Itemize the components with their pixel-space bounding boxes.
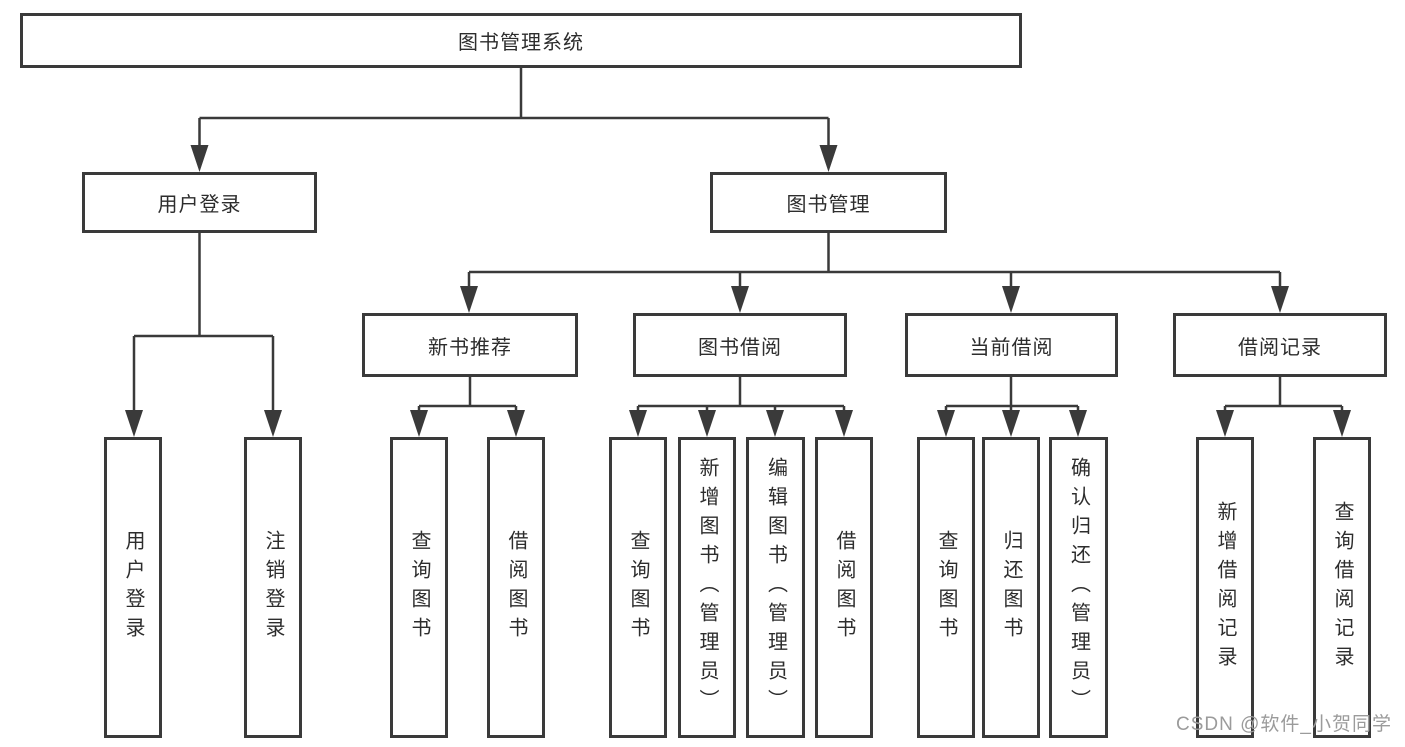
leaf-borrow-query-book-label: 查询图书	[627, 529, 649, 646]
leaf-current-query-book: 查询图书	[917, 437, 975, 738]
node-borrow-record: 借阅记录	[1173, 313, 1387, 377]
leaf-return-book: 归还图书	[982, 437, 1040, 738]
connector-currentborrow-to-leaves	[944, 377, 1080, 412]
leaf-edit-book-admin: 编辑图书（管理员）	[746, 437, 805, 738]
node-book-borrow: 图书借阅	[633, 313, 847, 377]
node-new-book-recommend: 新书推荐	[362, 313, 578, 377]
node-book-borrow-label: 图书借阅	[698, 336, 782, 359]
leaf-borrow-book: 借阅图书	[815, 437, 873, 738]
connector-bookborrow-to-leaves	[636, 377, 846, 412]
leaf-logout-login-label: 注销登录	[262, 529, 284, 646]
leaf-add-book-admin-label: 新增图书（管理员）	[696, 457, 718, 718]
leaf-confirm-return-admin: 确认归还（管理员）	[1049, 437, 1108, 738]
node-root-system: 图书管理系统	[20, 13, 1022, 68]
leaf-recommend-query-book-label: 查询图书	[408, 529, 430, 646]
leaf-logout-login: 注销登录	[244, 437, 302, 738]
leaf-add-book-admin: 新增图书（管理员）	[678, 437, 736, 738]
leaf-recommend-borrow-book-label: 借阅图书	[505, 529, 527, 646]
connector-newbookrec-to-leaves	[417, 377, 518, 412]
leaf-return-book-label: 归还图书	[1000, 529, 1022, 646]
leaf-add-borrow-record: 新增借阅记录	[1196, 437, 1254, 738]
connector-root-to-level2	[198, 68, 830, 146]
leaf-recommend-query-book: 查询图书	[390, 437, 448, 738]
leaf-add-borrow-record-label: 新增借阅记录	[1214, 500, 1236, 675]
node-book-management-label: 图书管理	[786, 194, 871, 216]
leaf-query-borrow-record: 查询借阅记录	[1313, 437, 1371, 738]
node-user-login-label: 用户登录	[157, 194, 242, 216]
leaf-confirm-return-admin-label: 确认归还（管理员）	[1067, 457, 1090, 718]
connector-bookmgmt-to-level3	[467, 233, 1282, 288]
leaf-query-borrow-record-label: 查询借阅记录	[1331, 500, 1353, 675]
leaf-edit-book-admin-label: 编辑图书（管理员）	[764, 457, 787, 718]
arrowheads	[125, 145, 1351, 437]
leaf-user-login-label: 用户登录	[122, 529, 144, 646]
node-user-login: 用户登录	[82, 172, 317, 233]
node-current-borrow: 当前借阅	[905, 313, 1118, 377]
leaf-current-query-book-label: 查询图书	[935, 529, 957, 646]
leaf-borrow-query-book: 查询图书	[609, 437, 667, 738]
leaf-borrow-book-label: 借阅图书	[833, 529, 855, 646]
leaf-user-login: 用户登录	[104, 437, 162, 738]
connector-borrowrecord-to-leaves	[1223, 377, 1344, 412]
node-book-management: 图书管理	[710, 172, 947, 233]
node-current-borrow-label: 当前借阅	[969, 336, 1054, 359]
connector-userlogin-to-leaves	[132, 233, 275, 412]
node-new-book-recommend-label: 新书推荐	[428, 336, 512, 359]
node-borrow-record-label: 借阅记录	[1238, 336, 1322, 359]
csdn-watermark: CSDN @软件_小贺同学	[1176, 714, 1392, 735]
node-root-label: 图书管理系统	[458, 32, 584, 54]
leaf-recommend-borrow-book: 借阅图书	[487, 437, 545, 738]
